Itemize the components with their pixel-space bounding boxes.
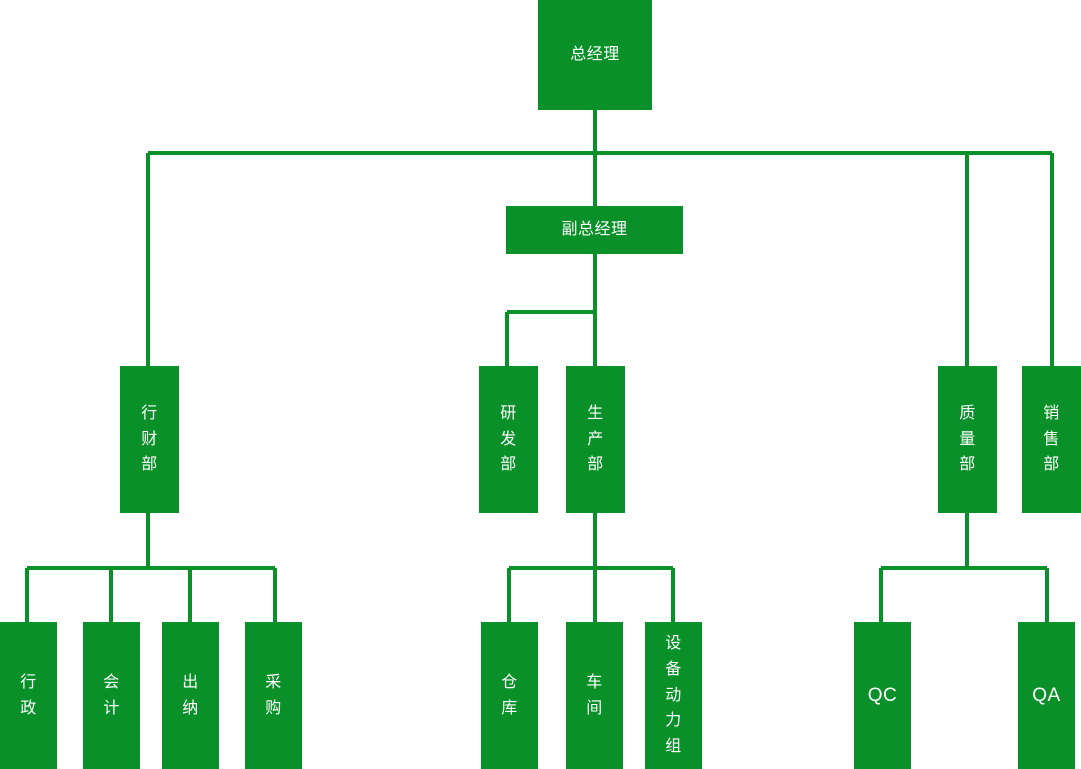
node-quality-dept[interactable]: 质 量 部 <box>938 366 997 513</box>
node-equipment-power-group[interactable]: 设 备 动 力 组 <box>645 622 702 769</box>
node-qa[interactable]: QA <box>1018 622 1075 769</box>
node-equipment-power-group-label: 设 备 动 力 组 <box>665 634 682 756</box>
node-admin-finance-dept[interactable]: 行 财 部 <box>120 366 179 513</box>
node-administration-label: 行 政 <box>20 673 37 717</box>
node-deputy-general-manager[interactable]: 副总经理 <box>506 206 683 254</box>
node-qa-label: QA <box>1032 684 1061 706</box>
node-rd-dept[interactable]: 研 发 部 <box>479 366 538 513</box>
node-accounting[interactable]: 会 计 <box>83 622 140 769</box>
node-deputy-general-manager-label: 副总经理 <box>561 221 628 239</box>
node-workshop-label: 车 间 <box>586 673 603 717</box>
node-admin-finance-dept-label: 行 财 部 <box>141 404 158 474</box>
node-cashier[interactable]: 出 纳 <box>162 622 219 769</box>
node-purchasing[interactable]: 采 购 <box>245 622 302 769</box>
node-quality-dept-label: 质 量 部 <box>959 404 976 474</box>
node-sales-dept[interactable]: 销 售 部 <box>1022 366 1081 513</box>
node-administration[interactable]: 行 政 <box>0 622 57 769</box>
node-general-manager[interactable]: 总经理 <box>538 0 652 110</box>
node-rd-dept-label: 研 发 部 <box>500 404 517 474</box>
node-purchasing-label: 采 购 <box>265 673 282 717</box>
node-sales-dept-label: 销 售 部 <box>1043 404 1060 474</box>
node-general-manager-label: 总经理 <box>570 46 620 64</box>
node-warehouse-label: 仓 库 <box>501 673 518 717</box>
node-production-dept-label: 生 产 部 <box>587 404 604 474</box>
node-warehouse[interactable]: 仓 库 <box>481 622 538 769</box>
node-accounting-label: 会 计 <box>103 673 120 717</box>
node-qc-label: QC <box>867 684 898 706</box>
node-production-dept[interactable]: 生 产 部 <box>566 366 625 513</box>
node-cashier-label: 出 纳 <box>182 673 199 717</box>
node-qc[interactable]: QC <box>854 622 911 769</box>
node-workshop[interactable]: 车 间 <box>566 622 623 769</box>
